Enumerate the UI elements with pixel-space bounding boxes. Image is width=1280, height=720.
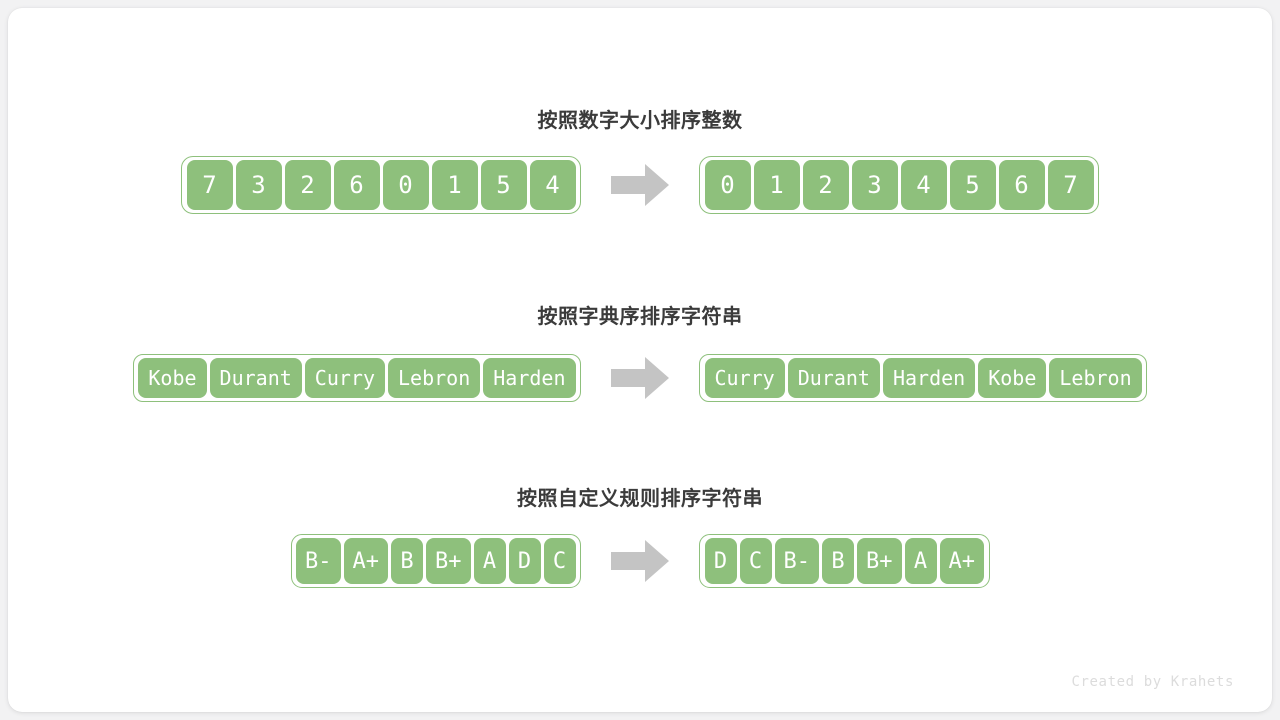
array-cell: A bbox=[904, 538, 937, 584]
array-cell: C bbox=[739, 538, 772, 584]
array-cell: Lebron bbox=[1049, 358, 1142, 398]
array-cell: 1 bbox=[431, 160, 478, 210]
arrow-right-icon bbox=[609, 356, 671, 400]
section-title-sort-integers: 按照数字大小排序整数 bbox=[537, 108, 743, 132]
array-cell: Harden bbox=[882, 358, 976, 398]
array-cell: Durant bbox=[209, 358, 302, 398]
array-cell: 2 bbox=[284, 160, 331, 210]
array-cell: B+ bbox=[857, 538, 902, 584]
array-cell: C bbox=[543, 538, 576, 584]
array-cell: Curry bbox=[304, 358, 385, 398]
array-cell: A+ bbox=[343, 538, 388, 584]
array-cell: 6 bbox=[333, 160, 380, 210]
arrow-right-icon bbox=[609, 163, 671, 207]
array-cell: Curry bbox=[704, 358, 785, 398]
array-cell: 5 bbox=[480, 160, 527, 210]
array-cell: 6 bbox=[998, 160, 1045, 210]
array-cell: Harden bbox=[483, 358, 576, 398]
array-cell: 2 bbox=[802, 160, 849, 210]
array-cell: Kobe bbox=[978, 358, 1047, 398]
array-cell: 3 bbox=[235, 160, 282, 210]
array-cell: D bbox=[704, 538, 737, 584]
array-cell: 5 bbox=[949, 160, 996, 210]
section-title-sort-strings-custom-rule: 按照自定义规则排序字符串 bbox=[517, 486, 763, 510]
array-cell: B bbox=[822, 538, 854, 584]
array-cell: 0 bbox=[382, 160, 429, 210]
array-cell: Kobe bbox=[138, 358, 207, 398]
array-cell: Durant bbox=[787, 358, 880, 398]
array-cell: A bbox=[473, 538, 506, 584]
array-cell: A+ bbox=[939, 538, 984, 584]
array-cell: 3 bbox=[851, 160, 898, 210]
array-cell: 7 bbox=[186, 160, 233, 210]
array-cell: B bbox=[391, 538, 423, 584]
array-cell: 0 bbox=[704, 160, 751, 210]
array-cell: Lebron bbox=[388, 358, 481, 398]
array-cell: 7 bbox=[1047, 160, 1094, 210]
section-title-sort-strings-lexicographic: 按照字典序排序字符串 bbox=[537, 304, 743, 328]
array-cell: 4 bbox=[900, 160, 947, 210]
array-cell: 4 bbox=[529, 160, 576, 210]
arrow-right-icon bbox=[609, 539, 671, 583]
array-cell: B- bbox=[774, 538, 819, 584]
array-cell: B- bbox=[296, 538, 341, 584]
array-cell: 1 bbox=[753, 160, 800, 210]
array-cell: B+ bbox=[426, 538, 471, 584]
array-cell: D bbox=[508, 538, 541, 584]
credit-text: Created by Krahets bbox=[1071, 674, 1234, 690]
